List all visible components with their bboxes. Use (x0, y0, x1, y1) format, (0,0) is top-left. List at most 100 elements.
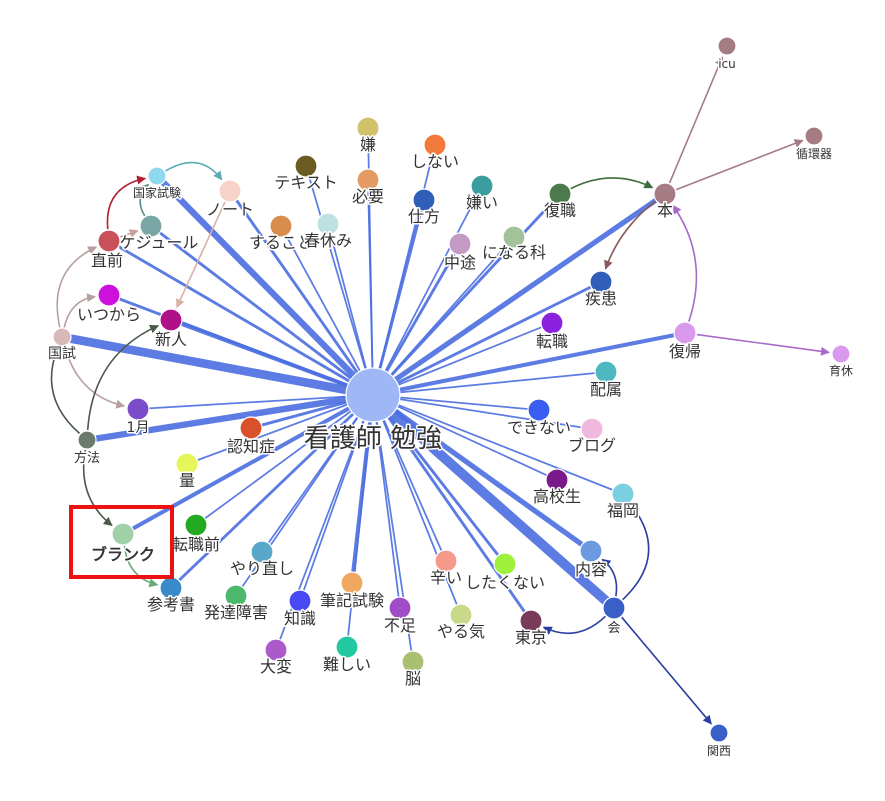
node-17[interactable]: スケジュール (102, 214, 200, 254)
node-40[interactable]: 発達障害 (202, 584, 270, 624)
node-4[interactable]: しない (409, 133, 461, 173)
node-47-circle[interactable] (602, 596, 626, 620)
node-45-circle[interactable] (388, 596, 412, 620)
node-19-circle[interactable] (589, 270, 613, 294)
node-34[interactable]: 福岡 (605, 482, 641, 522)
node-21[interactable]: 新人 (153, 308, 189, 351)
node-6[interactable]: 必要 (350, 168, 386, 208)
node-16-circle[interactable] (502, 225, 526, 249)
node-23-circle[interactable] (52, 327, 72, 347)
node-21-circle[interactable] (159, 308, 183, 332)
node-30[interactable]: 認知症 (225, 416, 277, 458)
node-46-circle[interactable] (449, 603, 473, 627)
node-15[interactable]: 中途 (442, 232, 478, 274)
node-12[interactable]: ノート (204, 179, 256, 221)
node-35[interactable]: 転職前 (170, 513, 222, 556)
node-51-circle[interactable] (401, 650, 425, 674)
node-4-circle[interactable] (423, 133, 447, 157)
node-43-circle[interactable] (340, 571, 364, 595)
node-24-circle[interactable] (673, 321, 697, 345)
node-19[interactable]: 疾患 (583, 270, 619, 310)
node-34-circle[interactable] (611, 482, 635, 506)
node-9[interactable]: 復職 (542, 182, 578, 222)
node-44[interactable]: 知識 (282, 589, 318, 630)
node-31[interactable]: ブログ (566, 417, 618, 457)
node-32[interactable]: 量 (175, 452, 199, 492)
node-3[interactable]: 嫌 (356, 116, 380, 156)
node-33[interactable]: 高校生 (531, 468, 583, 508)
node-9-circle[interactable] (548, 182, 572, 206)
node-49[interactable]: 難しい (321, 635, 373, 676)
node-15-circle[interactable] (448, 232, 472, 256)
node-27[interactable]: 1月 (125, 397, 151, 438)
node-8-circle[interactable] (470, 174, 494, 198)
node-33-circle[interactable] (545, 468, 569, 492)
node-45[interactable]: 不足 (382, 596, 418, 637)
node-38[interactable]: 内容 (573, 539, 609, 581)
node-44-circle[interactable] (288, 589, 312, 613)
node-37[interactable]: やり直し (228, 540, 296, 580)
node-18-circle[interactable] (97, 229, 121, 253)
node-10[interactable]: 本 (653, 182, 677, 222)
node-25[interactable]: 育休 (827, 344, 855, 380)
node-36[interactable]: ブランク (89, 522, 157, 566)
node-5[interactable]: テキスト (273, 154, 339, 194)
node-11-circle[interactable] (147, 166, 167, 186)
node-0-circle[interactable] (345, 367, 401, 423)
node-12-circle[interactable] (218, 179, 242, 203)
node-1[interactable]: icu (717, 36, 737, 73)
node-52-circle[interactable] (709, 723, 729, 743)
node-41-circle[interactable] (434, 549, 458, 573)
node-30-circle[interactable] (239, 416, 263, 440)
node-17-circle[interactable] (139, 214, 163, 238)
node-52[interactable]: 関西 (705, 723, 733, 760)
node-42-circle[interactable] (493, 552, 517, 576)
node-50[interactable]: 大変 (258, 638, 294, 678)
node-20[interactable]: いつから (75, 283, 143, 326)
node-41[interactable]: 辛い (428, 549, 464, 589)
node-26-circle[interactable] (594, 360, 618, 384)
node-2-circle[interactable] (804, 126, 824, 146)
node-3-circle[interactable] (356, 116, 380, 140)
node-35-circle[interactable] (184, 513, 208, 537)
node-36-circle[interactable] (111, 522, 135, 546)
node-14[interactable]: 春休み (302, 212, 354, 252)
node-23[interactable]: 国試 (47, 327, 78, 364)
node-13-circle[interactable] (269, 214, 293, 238)
node-18[interactable]: 直前 (89, 229, 125, 272)
node-26[interactable]: 配属 (588, 360, 624, 401)
node-14-circle[interactable] (316, 212, 340, 236)
node-28[interactable]: できない (505, 398, 573, 439)
node-37-circle[interactable] (250, 540, 274, 564)
node-39[interactable]: 参考書 (145, 576, 197, 616)
node-5-circle[interactable] (294, 154, 318, 178)
node-31-circle[interactable] (580, 417, 604, 441)
node-49-circle[interactable] (335, 635, 359, 659)
node-47[interactable]: 会 (602, 596, 626, 638)
node-46[interactable]: やる気 (435, 603, 487, 643)
node-27-circle[interactable] (126, 397, 150, 421)
node-48[interactable]: 東京 (513, 609, 549, 649)
node-20-circle[interactable] (97, 283, 121, 307)
node-16[interactable]: になる科 (480, 225, 548, 264)
node-48-circle[interactable] (519, 609, 543, 633)
node-51[interactable]: 脳 (401, 650, 425, 690)
node-24[interactable]: 復帰 (667, 321, 703, 363)
node-25-circle[interactable] (831, 344, 851, 364)
node-28-circle[interactable] (527, 398, 551, 422)
node-40-circle[interactable] (224, 584, 248, 608)
node-32-circle[interactable] (175, 452, 199, 476)
node-8[interactable]: 嫌い (464, 174, 500, 214)
node-38-circle[interactable] (579, 539, 603, 563)
node-50-circle[interactable] (264, 638, 288, 662)
node-6-circle[interactable] (356, 168, 380, 192)
node-29-circle[interactable] (77, 430, 97, 450)
node-1-circle[interactable] (717, 36, 737, 56)
node-7[interactable]: 仕方 (406, 188, 442, 228)
node-0[interactable]: 看護師 勉強 (302, 367, 444, 456)
node-42[interactable]: したくない (463, 552, 547, 594)
node-11[interactable]: 国家試験 (131, 166, 183, 202)
node-13[interactable]: すること (247, 214, 315, 254)
node-7-circle[interactable] (412, 188, 436, 212)
node-22-circle[interactable] (540, 311, 564, 335)
